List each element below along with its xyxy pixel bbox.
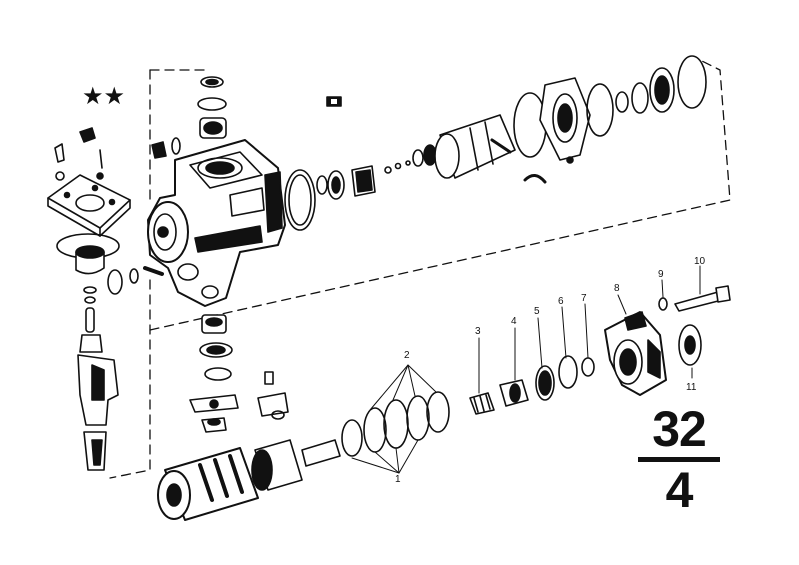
callout-9: 9 [658,269,664,280]
callout-8: 8 [614,283,620,294]
lower-parts-stack [469,355,595,415]
group-code-major: 32 [652,401,707,457]
loose-small-parts [54,96,342,295]
worm-shaft-piston [157,439,341,521]
star-marks: ★★ [82,82,125,110]
callout-11: 11 [686,382,697,393]
upper-seal-rings [284,144,437,231]
lower-seal-rings [341,391,450,457]
group-code-label: 32 4 [632,401,726,518]
callout-2: 2 [404,350,410,361]
end-cover-upper [513,55,707,164]
assembly-dash-lines [109,59,731,479]
callout-6: 6 [558,296,564,307]
bleed-screw-parts [257,371,289,420]
callout-numbers: 1 2 3 4 5 6 7 8 9 10 11 [395,256,706,485]
callout-leader-lines [351,265,701,474]
upper-bearing-stack [197,76,227,139]
callout-4: 4 [511,316,517,327]
cover-plate [47,174,131,275]
group-code-minor: 4 [665,462,694,518]
callout-3: 3 [475,326,481,337]
callout-10: 10 [694,256,706,267]
bearing-cap-housing [604,311,702,396]
callout-7: 7 [581,293,587,304]
callout-5: 5 [534,306,540,317]
control-valve-housing [434,114,547,184]
adjusting-screw-assembly [77,286,119,471]
steering-gear-housing [147,139,286,307]
callout-1: 1 [395,474,401,485]
bolt-and-washer [658,285,731,312]
lower-bearing-stack [189,314,239,433]
group-code-divider [638,457,720,462]
